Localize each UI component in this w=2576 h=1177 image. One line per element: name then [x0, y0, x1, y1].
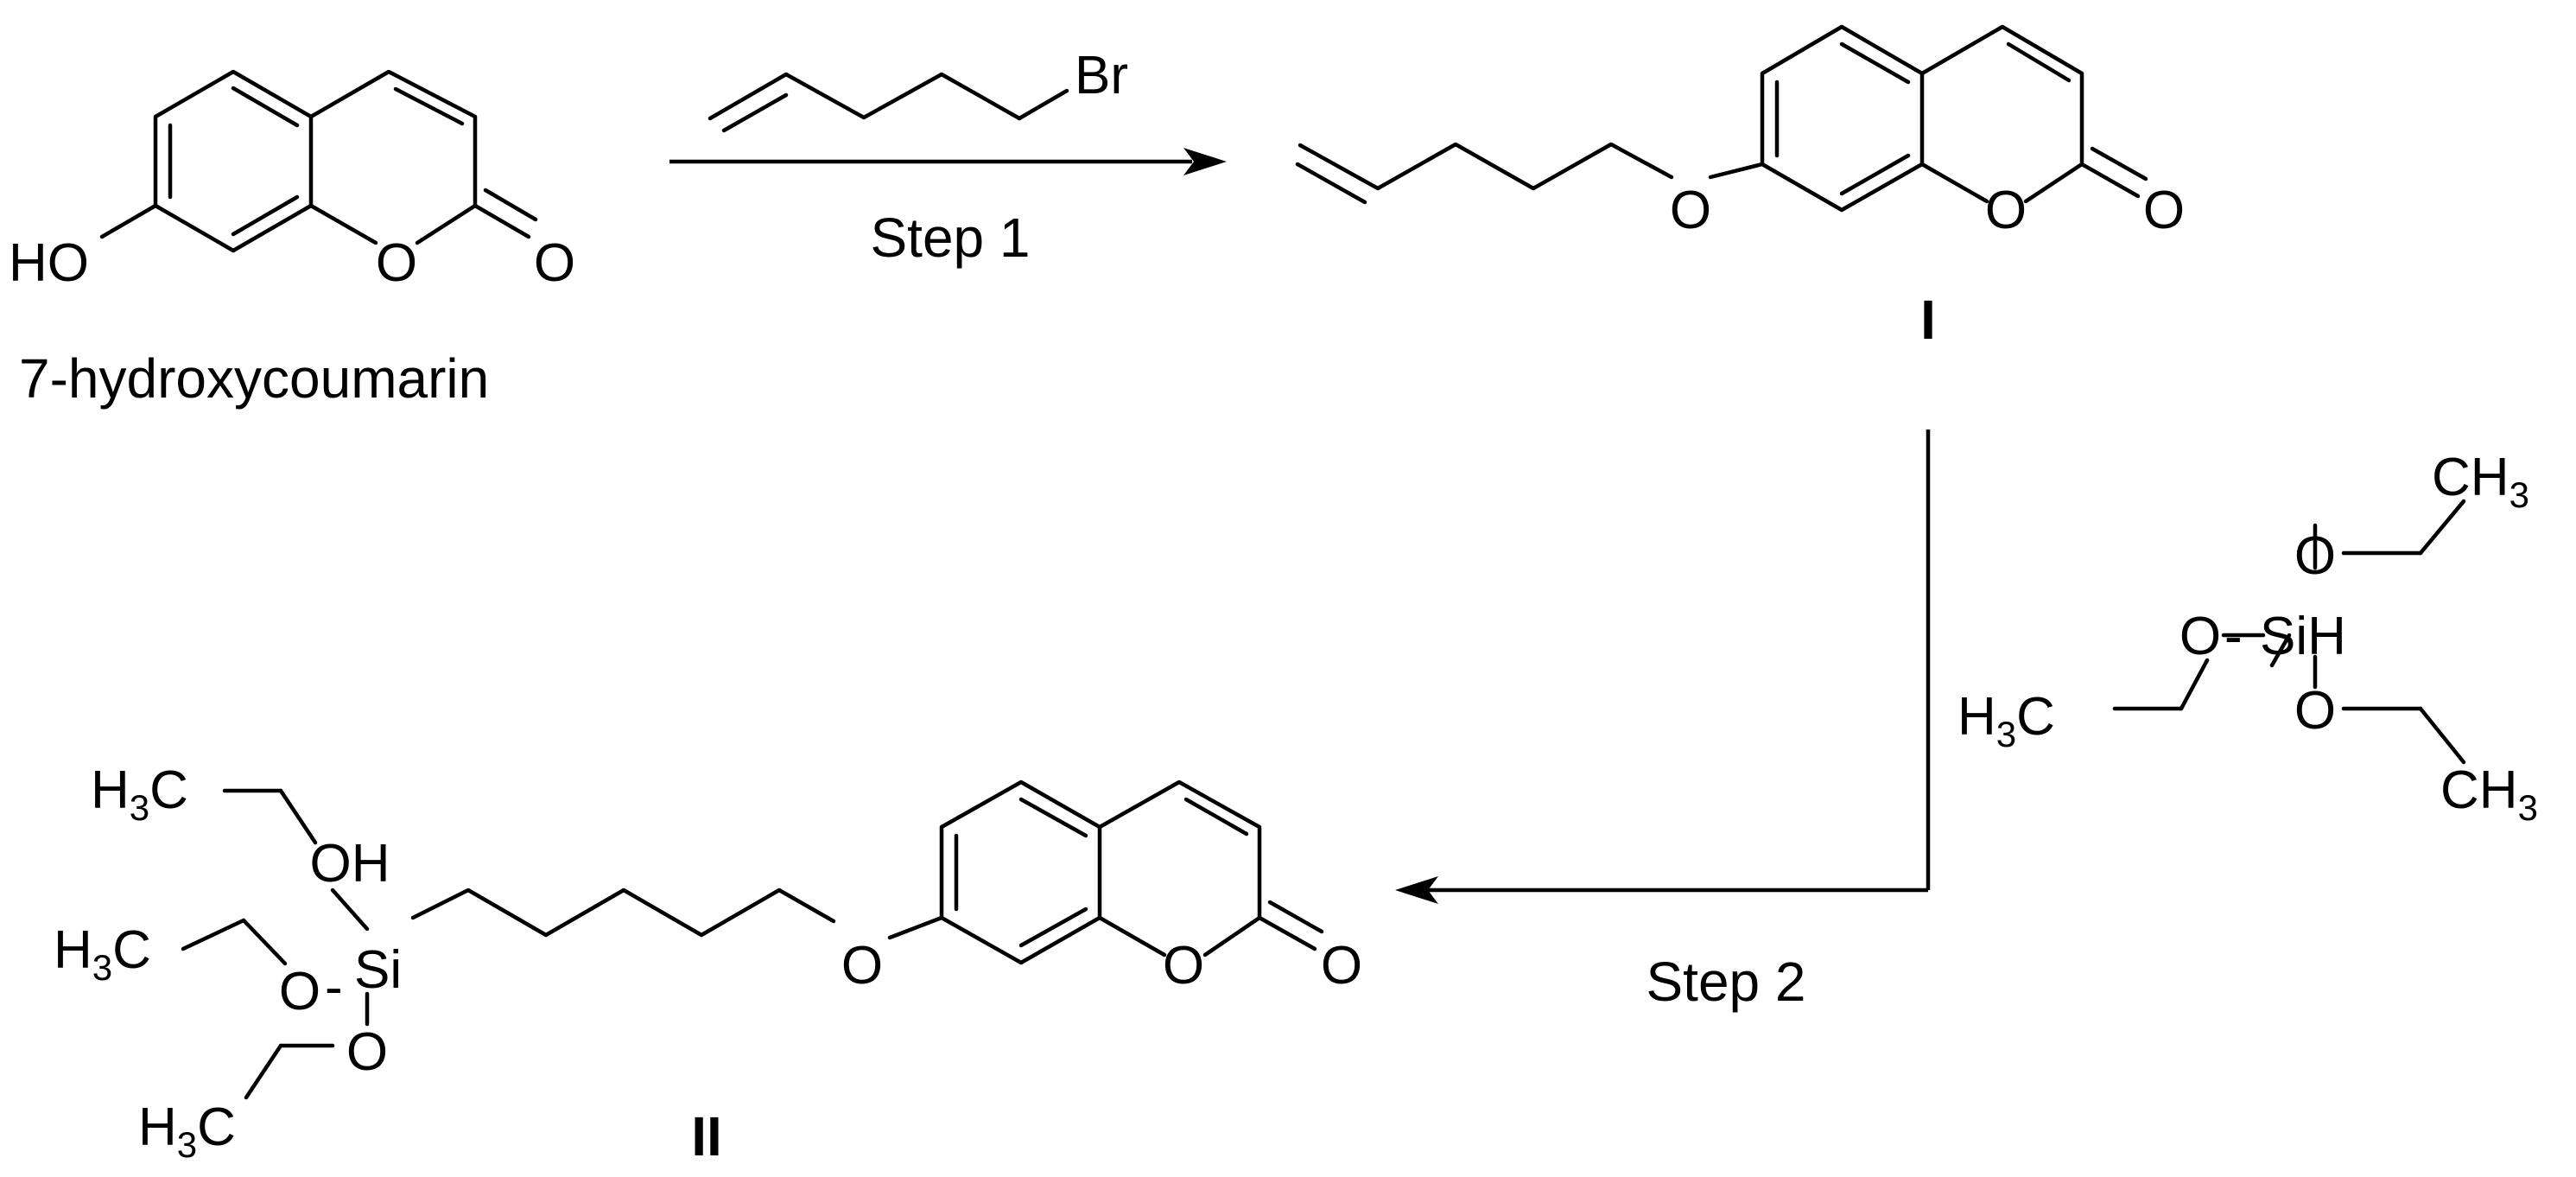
intermediate-label: I [1920, 289, 1936, 351]
hydroxyl-group: OH [310, 834, 390, 894]
step2-label: Step 2 [1646, 951, 1805, 1013]
oxygen-left-atom: O [2179, 607, 2221, 666]
step1-label: Step 1 [870, 207, 1030, 269]
carbonyl-oxygen-atom: O [1321, 936, 1362, 996]
start-material-name: 7-hydroxycoumarin [19, 347, 489, 410]
bromine-atom: Br [1075, 46, 1128, 105]
step1-arrow [669, 148, 1227, 175]
product-label: II [691, 1105, 722, 1167]
h3c-mid-group: H3C [54, 920, 151, 988]
bromopentene-reagent: Br [707, 46, 1128, 133]
oxygen-bottom-atom: O [346, 1022, 388, 1082]
silicon-hydride-atom: SiH [2260, 607, 2346, 666]
ether-oxygen-atom: O [841, 936, 883, 996]
ho-atom: HO [9, 233, 89, 293]
oxygen-top-atom: O [2294, 526, 2336, 586]
oxygen-bottom-atom: O [2294, 681, 2336, 741]
intermediate-structure: O O O [1295, 24, 2185, 240]
h3c-bottom-group: H3C [138, 1097, 236, 1165]
product-structure: H3C OH H3C O - Si O H3C O O O [54, 760, 1362, 1165]
ch3-bottom-group: CH3 [2440, 760, 2538, 828]
dash-bond: - [325, 958, 343, 1017]
carbonyl-oxygen-atom: O [534, 233, 575, 293]
ring-oxygen-atom: O [376, 233, 417, 293]
oxygen-left-atom: O [279, 962, 320, 1021]
h3c-left-group: H3C [1957, 687, 2055, 754]
ring-oxygen-atom: O [1985, 181, 2027, 240]
ring-oxygen-atom: O [1163, 936, 1204, 996]
h3c-top-group: H3C [91, 760, 188, 828]
ether-oxygen-atom: O [1670, 181, 1711, 240]
carbonyl-oxygen-atom: O [2143, 181, 2185, 240]
dash-bond: - [2224, 607, 2243, 666]
triethoxysilane-reagent: CH3 O O - SiH H3C O CH3 [1957, 448, 2538, 828]
start-material-structure: HO O O [9, 69, 575, 293]
ch3-top-group: CH3 [2432, 448, 2529, 515]
silicon-atom: Si [354, 940, 402, 1000]
step2-arrow [1395, 429, 1931, 904]
